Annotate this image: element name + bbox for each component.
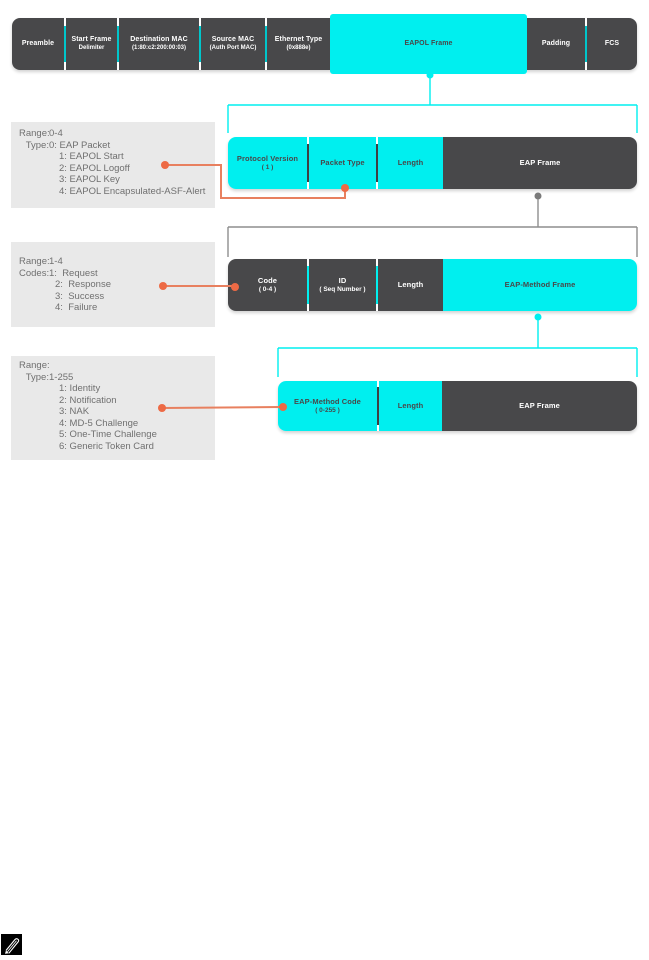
- field-sublabel: ( 1 ): [261, 163, 274, 171]
- field-label: Source MAC: [211, 35, 255, 43]
- field-sublabel: (0x888e): [286, 44, 311, 51]
- field-label: Length: [397, 401, 424, 411]
- field-eap-method-frame: EAP-Method Frame: [443, 259, 637, 311]
- note-line: Range:: [19, 360, 50, 371]
- field-sublabel: ( 0-4 ): [258, 285, 277, 293]
- field-label: Code: [257, 276, 278, 286]
- field-sublabel: Delimiter: [78, 44, 105, 51]
- eapol-frame-row: Protocol Version ( 1 ) Packet Type Lengt…: [228, 137, 637, 189]
- field-divider: [376, 266, 378, 304]
- field-sublabel: (1:80:c2:200:00:03): [131, 44, 187, 51]
- bracket-eapol-expansion: [227, 71, 638, 133]
- eap-frame-row: Code ( 0-4 ) ID ( Seq Number ) Length EA…: [228, 259, 637, 311]
- field-fcs: FCS: [587, 18, 637, 70]
- field-divider: [307, 144, 309, 182]
- field-divider: [377, 387, 379, 425]
- field-protocol-version: Protocol Version ( 1 ): [228, 137, 307, 189]
- note-line: 5: One-Time Challenge: [59, 429, 157, 440]
- note-eap-codes: Range:1-4 Codes:1: Request 2: Response 3…: [11, 242, 215, 327]
- note-line: 6: Generic Token Card: [59, 440, 154, 452]
- field-length: Length: [378, 259, 443, 311]
- note-line: 2: Notification: [59, 394, 117, 406]
- field-id: ID ( Seq Number ): [309, 259, 376, 311]
- field-label: EAP-Method Frame: [504, 280, 576, 290]
- field-eap-method-code: EAP-Method Code ( 0-255 ): [278, 381, 377, 431]
- note-line: 2: EAPOL Logoff: [59, 162, 130, 174]
- note-line: Type:1-255: [25, 371, 74, 383]
- eap-method-anchor-dot: [534, 313, 542, 321]
- field-divider: [117, 26, 119, 62]
- field-label: Start Frame: [71, 35, 112, 43]
- note-line: 2: Response: [55, 279, 111, 290]
- field-label: EAP Frame: [519, 158, 561, 168]
- field-label: Preamble: [21, 39, 55, 47]
- field-packet-type: Packet Type: [309, 137, 376, 189]
- note-line: 4: Failure: [55, 302, 98, 313]
- field-ethernet-type: Ethernet Type (0x888e): [267, 18, 330, 70]
- field-preamble: Preamble: [12, 18, 64, 70]
- field-label: Ethernet Type: [274, 35, 323, 43]
- field-eap-frame: EAP Frame: [443, 137, 637, 189]
- note-line: 3: EAPOL Key: [59, 174, 120, 185]
- note-line: Type:0: EAP Packet: [25, 139, 111, 151]
- note-packet-type: Range:0-4 Type:0: EAP Packet 1: EAPOL St…: [11, 122, 215, 208]
- note-line: Range:1-4: [19, 256, 63, 267]
- bracket-lines: [227, 78, 638, 133]
- note-pencil-icon: [1, 934, 22, 960]
- note-line: 4: MD-5 Challenge: [59, 417, 139, 429]
- note-eap-method-types: Range: Type:1-255 1: Identity 2: Notific…: [11, 356, 215, 460]
- field-label: Destination MAC: [130, 35, 188, 43]
- field-divider: [265, 26, 267, 62]
- bracket-lines: [277, 320, 638, 377]
- note-line: Codes:1: Request: [19, 267, 98, 279]
- bracket-lines: [227, 199, 638, 257]
- field-label: Length: [397, 280, 424, 290]
- field-label: ID: [338, 276, 347, 286]
- field-label: EAPOL Frame: [404, 39, 453, 47]
- bracket-eap-method-expansion: [277, 313, 638, 377]
- eap-anchor-dot: [534, 192, 542, 200]
- field-label: Packet Type: [320, 158, 365, 168]
- field-divider: [585, 26, 587, 62]
- field-sublabel: (Auth Port MAC): [209, 44, 257, 51]
- field-length: Length: [379, 381, 442, 431]
- note-line: 4: EAPOL Encapsulated-ASF-Alert: [59, 185, 206, 197]
- field-divider: [376, 144, 378, 182]
- field-divider: [64, 26, 66, 62]
- note-line: 3: NAK: [59, 406, 90, 417]
- field-divider: [199, 26, 201, 62]
- field-label: Padding: [541, 39, 571, 47]
- ethernet-frame-row: Preamble Start Frame Delimiter Destinati…: [12, 14, 637, 74]
- field-eapol-frame: EAPOL Frame: [330, 14, 527, 74]
- field-label: Protocol Version: [236, 154, 299, 164]
- field-destination-mac: Destination MAC (1:80:c2:200:00:03): [119, 18, 199, 70]
- field-divider: [307, 266, 309, 304]
- field-padding: Padding: [527, 18, 585, 70]
- field-code: Code ( 0-4 ): [228, 259, 307, 311]
- field-label: FCS: [604, 39, 620, 47]
- note-line: 1: EAPOL Start: [59, 151, 124, 162]
- field-eap-frame: EAP Frame: [442, 381, 637, 431]
- field-label: EAP Frame: [519, 401, 560, 411]
- field-source-mac: Source MAC (Auth Port MAC): [201, 18, 265, 70]
- note-line: 3: Success: [55, 290, 105, 302]
- field-sublabel: ( 0-255 ): [315, 406, 340, 414]
- note-line: Range:0-4: [19, 128, 63, 139]
- field-length: Length: [378, 137, 443, 189]
- field-sublabel: ( Seq Number ): [319, 285, 366, 293]
- note-line: 1: Identity: [59, 383, 101, 394]
- field-label: EAP-Method Code: [294, 397, 361, 407]
- bracket-eap-expansion: [227, 192, 638, 257]
- field-label: Length: [397, 158, 424, 168]
- eap-method-frame-row: EAP-Method Code ( 0-255 ) Length EAP Fra…: [278, 381, 637, 431]
- field-start-frame-delimiter: Start Frame Delimiter: [66, 18, 117, 70]
